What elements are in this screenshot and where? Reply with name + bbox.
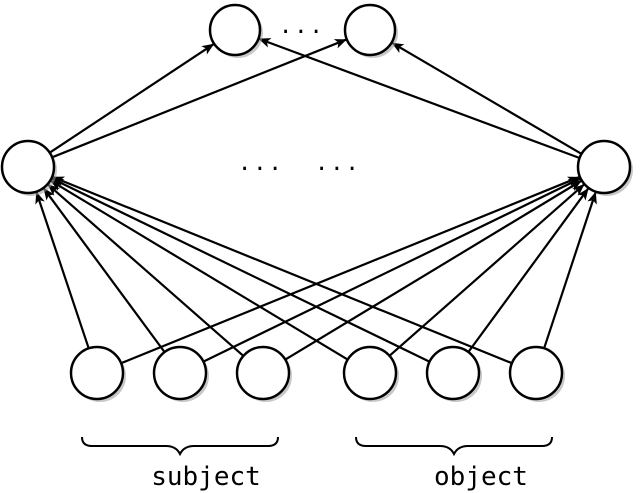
- hidden-node-left: [0, 139, 56, 195]
- edge-subject-input-node-3-to-hidden-node-left: [47, 183, 245, 357]
- edge-subject-input-node-1-to-hidden-node-left: [35, 191, 90, 349]
- edge-hidden-node-right-to-output-node-left: [258, 37, 580, 160]
- object-input-node-2: [425, 345, 481, 401]
- object-input-node-3: [508, 345, 564, 401]
- subject-input-node-2: [152, 345, 208, 401]
- edge-hidden-node-left-to-output-node-left: [49, 43, 215, 154]
- edge-hidden-node-left-to-output-node-right: [51, 38, 347, 159]
- edge-subject-input-node-3-to-hidden-node-right: [284, 180, 582, 361]
- edge-subject-input-node-2-to-hidden-node-right: [202, 177, 581, 363]
- edge-hidden-node-right-to-output-node-right: [391, 42, 583, 155]
- object-input-node-1: [342, 345, 398, 401]
- edge-object-input-node-2-to-hidden-node-right: [467, 187, 589, 353]
- edge-object-input-node-3-to-hidden-node-left: [52, 176, 513, 365]
- subject-input-node-3: [235, 345, 291, 401]
- hidden-layer-ellipsis-right: ...: [315, 151, 361, 176]
- connections: [35, 37, 597, 365]
- edge-subject-input-node-1-to-hidden-node-right: [120, 176, 580, 365]
- edge-object-input-node-1-to-hidden-node-left: [50, 179, 349, 361]
- edge-object-input-node-2-to-hidden-node-left: [51, 177, 431, 363]
- output-layer-ellipsis: ...: [279, 14, 325, 39]
- output-node-right: [343, 3, 397, 57]
- subject-label: subject: [151, 462, 261, 492]
- hidden-node-right: [576, 139, 632, 195]
- object-label: object: [434, 462, 528, 492]
- nodes: [0, 3, 632, 401]
- edge-subject-input-node-2-to-hidden-node-left: [43, 187, 166, 353]
- object-brace: [355, 436, 553, 457]
- subject-input-node-1: [69, 345, 125, 401]
- edge-object-input-node-3-to-hidden-node-right: [543, 191, 597, 349]
- subject-brace: [81, 436, 279, 457]
- edge-object-input-node-1-to-hidden-node-right: [388, 183, 585, 357]
- output-node-left: [208, 3, 262, 57]
- hidden-layer-ellipsis-left: ...: [238, 151, 284, 176]
